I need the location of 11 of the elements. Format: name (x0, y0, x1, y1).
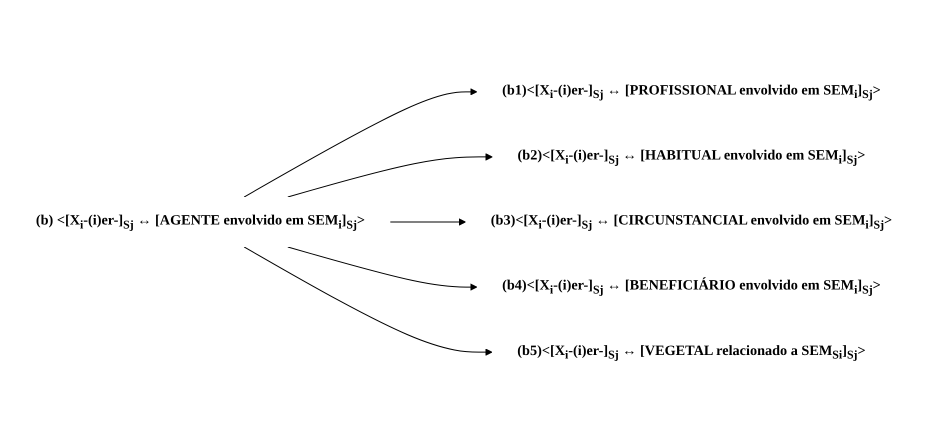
node-text: (b4)<[X$_{i}$-(i)er-]$_{Sj}$ ↔ [BENEFICIÁRIO envolvido em SEM$_{i}$]$_{Sj}$> (502, 277, 881, 297)
arrow (244, 246, 492, 356)
arrow (288, 246, 478, 291)
node-text: (b1)<[X$_{i}$-(i)er-]$_{Sj}$ ↔ [PROFISSIONAL envolvido em SEM$_{i}$]$_{Sj}$> (502, 82, 881, 102)
node-text: (b2)<[X$_{i}$-(i)er-]$_{Sj}$ ↔ [HABITUAL envolvido em SEM$_{i}$]$_{Sj}$> (518, 147, 866, 167)
node-text: (b3)<[X$_{i}$-(i)er-]$_{Sj}$ ↔ [CIRCUNSTANCIAL envolvido em SEM$_{i}$]$_{Sj}$> (490, 212, 892, 232)
arrow (288, 153, 493, 198)
node-text: (b5)<[X$_{i}$-(i)er-]$_{Sj}$ ↔ [VEGETAL relacionado a SEM$_{Si}$]$_{Sj}$> (517, 342, 866, 362)
arrow (244, 88, 478, 198)
node-text: (b) <[X$_{i}$-(i)er-]$_{Sj}$ ↔ [AGENTE envolvido em SEM$_{i}$]$_{Sj}$> (36, 212, 366, 232)
arrow (390, 218, 466, 226)
